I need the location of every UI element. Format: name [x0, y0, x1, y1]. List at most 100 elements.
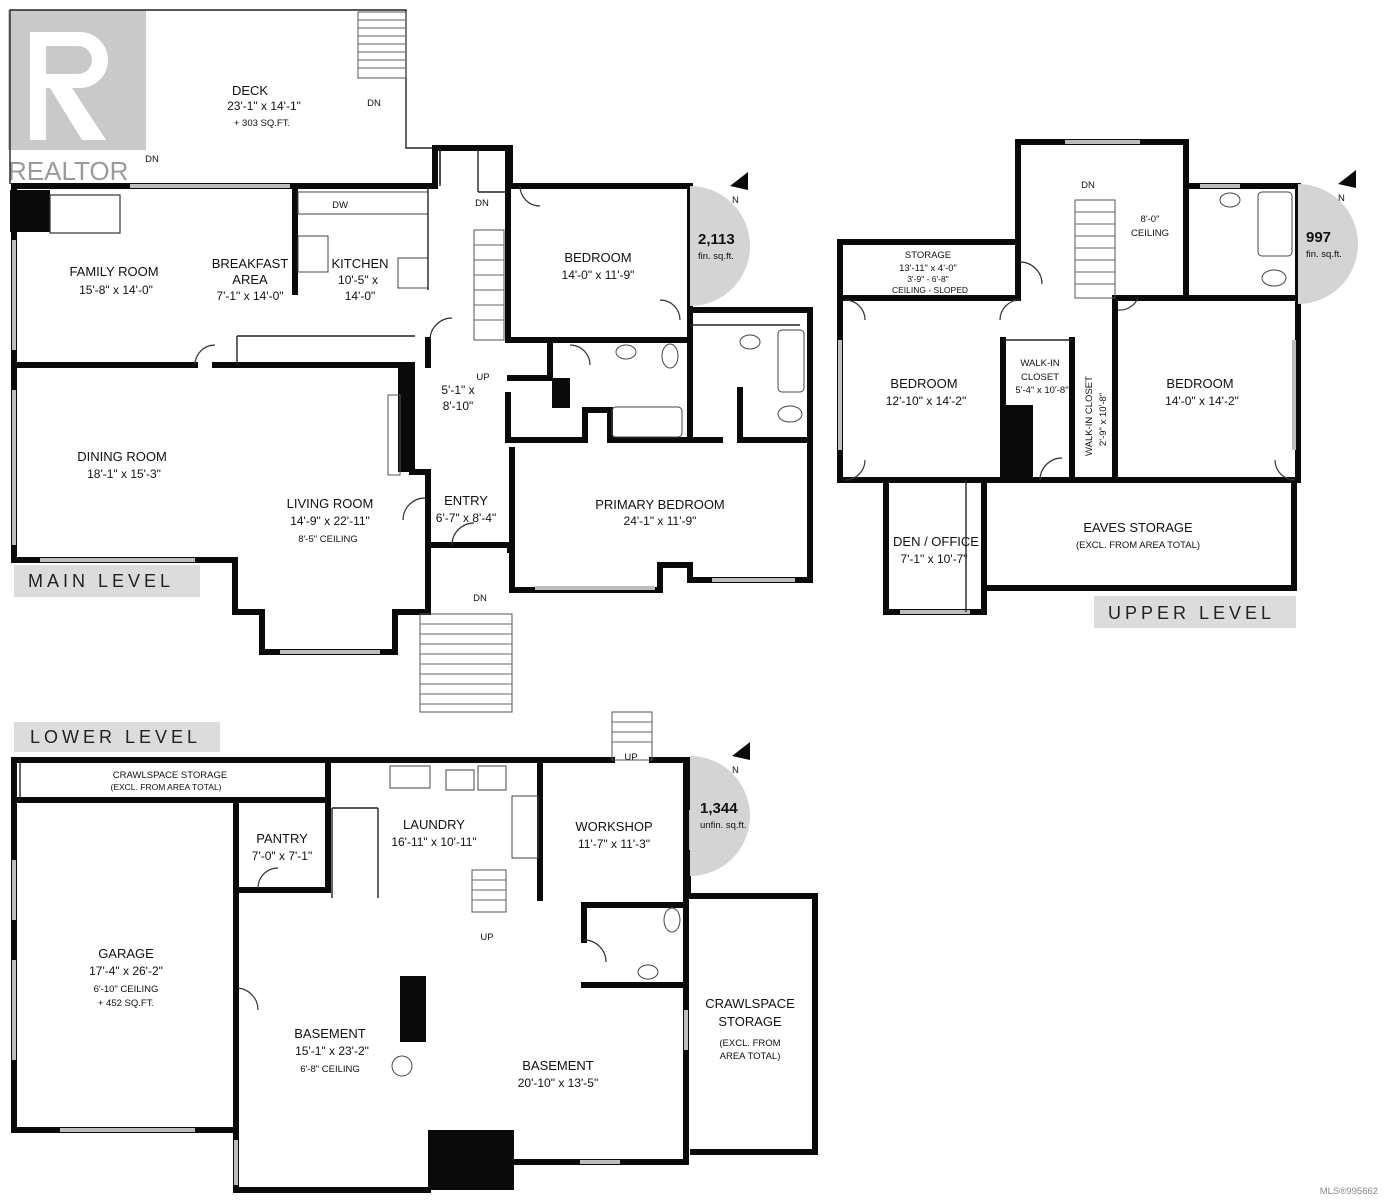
north-letter: N: [1338, 193, 1345, 204]
main-area-unit: fin. sq.ft.: [698, 251, 734, 262]
bedroom-upper-left-dim: 12'-10" x 14'-2": [886, 394, 966, 408]
lower-level-title: LOWER LEVEL: [30, 727, 201, 747]
walkin-label: WALK-IN: [1020, 358, 1059, 369]
garage-label: GARAGE: [98, 946, 154, 961]
hall-dim-2: 8'-10": [443, 399, 474, 413]
main-level-plan: [9, 9, 813, 713]
hall-dim: 5'-1" x: [441, 383, 474, 397]
basement-right-dim: 20'-10" x 13'-5": [518, 1076, 598, 1090]
stairs-dn: DN: [1081, 180, 1095, 191]
upper-level-band: [1094, 596, 1296, 628]
stairs-up: UP: [480, 932, 493, 943]
crawl-right-line4: AREA TOTAL): [720, 1051, 781, 1062]
upper-area-value: 997: [1306, 229, 1331, 246]
kitchen-label: KITCHEN: [331, 256, 388, 271]
walkin-label-2: CLOSET: [1021, 372, 1059, 383]
breakfast-dim: 7'-1" x 14'-0": [216, 289, 283, 303]
north-letter: N: [732, 195, 739, 206]
primary-bedroom-label: PRIMARY BEDROOM: [595, 497, 725, 512]
crawl-right-line1: CRAWLSPACE: [705, 996, 795, 1011]
lower-area-value: 1,344: [700, 800, 738, 817]
entry-label: ENTRY: [444, 493, 488, 508]
basement-left-dim: 15'-1" x 23'-2": [295, 1044, 369, 1058]
workshop-label: WORKSHOP: [575, 819, 652, 834]
walkin-2-dim: 2'-9" x 10'-8": [1098, 393, 1109, 446]
laundry-dim: 16'-11" x 10'-11": [391, 835, 476, 849]
crawl-right-line2: STORAGE: [718, 1014, 782, 1029]
lower-level-labels: UP UP CRAWLSPACE STORAGE (EXCL. FROM ARE…: [89, 752, 795, 1090]
basement-right-label: BASEMENT: [522, 1058, 594, 1073]
walkin-2-label: WALK-IN CLOSET: [1084, 376, 1095, 456]
family-room-dim: 15'-8" x 14'-0": [79, 283, 153, 297]
workshop-dim: 11'-7" x 11'-3": [578, 837, 650, 851]
living-room-note: 8'-5" CEILING: [298, 534, 358, 545]
breakfast-label-2: AREA: [232, 272, 268, 287]
realtor-logo[interactable]: REALTOR: [8, 10, 146, 186]
lower-area-unit: unfin. sq.ft.: [700, 820, 746, 831]
bedroom-upper-right-dim: 14'-0" x 14'-2": [1165, 394, 1239, 408]
stairs-up: UP: [476, 372, 489, 383]
upper-area-unit: fin. sq.ft.: [1306, 249, 1342, 260]
bedroom-label: BEDROOM: [564, 250, 631, 265]
living-room-label: LIVING ROOM: [287, 496, 374, 511]
eaves-storage-label: EAVES STORAGE: [1083, 520, 1193, 535]
upper-level-plan: [837, 139, 1301, 615]
eaves-storage-note: (EXCL. FROM AREA TOTAL): [1076, 540, 1200, 551]
ceiling-note: CEILING: [1131, 228, 1169, 239]
dining-room-dim: 18'-1" x 15'-3": [87, 467, 161, 481]
basement-left-note: 6'-8" CEILING: [300, 1064, 360, 1075]
crawl-top-label: CRAWLSPACE STORAGE: [113, 770, 227, 781]
stairs-dn: DN: [473, 593, 487, 604]
crawl-top-note: (EXCL. FROM AREA TOTAL): [111, 782, 222, 792]
living-room-dim: 14'-9" x 22'-11": [290, 514, 370, 528]
stairs-up: UP: [624, 752, 637, 763]
stairs-dn: DN: [367, 98, 381, 109]
mls-number: MLS®995662: [1320, 1186, 1378, 1197]
entry-dim: 6'-7" x 8'-4": [436, 511, 496, 525]
pantry-dim: 7'-0" x 7'-1": [252, 849, 312, 863]
kitchen-dim: 10'-5" x: [338, 273, 378, 287]
dishwasher-label: DW: [332, 200, 348, 211]
garage-note: 6'-10" CEILING: [94, 984, 159, 995]
stairs-dn: DN: [145, 154, 159, 165]
main-area-badge: N 2,113 fin. sq.ft.: [690, 172, 750, 306]
breakfast-label: BREAKFAST: [212, 256, 289, 271]
basement-left-label: BASEMENT: [294, 1026, 366, 1041]
den-office-label: DEN / OFFICE: [893, 534, 979, 549]
main-level-band: [14, 565, 200, 597]
ceiling-dim: 8'-0": [1141, 214, 1160, 225]
pantry-label: PANTRY: [256, 831, 308, 846]
deck-label: DECK: [232, 83, 268, 98]
family-room-label: FAMILY ROOM: [69, 264, 158, 279]
lower-area-badge: N 1,344 unfin. sq.ft.: [690, 742, 750, 876]
main-level-labels: DECK 23'-1" x 14'-1" + 303 SQ.FT. DN DN …: [69, 83, 724, 604]
storage-note: 3'-9" - 6'-8": [907, 274, 948, 284]
stairs-dn: DN: [475, 198, 489, 209]
logo-text: REALTOR: [8, 156, 128, 186]
storage-label: STORAGE: [905, 250, 951, 261]
den-office-dim: 7'-1" x 10'-7": [900, 552, 967, 566]
dining-room-label: DINING ROOM: [77, 449, 167, 464]
upper-area-badge: N 997 fin. sq.ft.: [1298, 170, 1358, 304]
bedroom-upper-left-label: BEDROOM: [890, 376, 957, 391]
storage-note-2: CEILING - SLOPED: [892, 285, 968, 295]
primary-bedroom-dim: 24'-1" x 11'-9": [624, 514, 697, 528]
walkin-dim: 5'-4" x 10'-8": [1015, 385, 1068, 396]
bedroom-upper-right-label: BEDROOM: [1166, 376, 1233, 391]
garage-note-2: + 452 SQ.FT.: [98, 998, 154, 1009]
lower-level-plan: [11, 711, 818, 1193]
upper-level-labels: DN STORAGE 13'-11" x 4'-0" 3'-9" - 6'-8"…: [886, 180, 1239, 566]
garage-dim: 17'-4" x 26'-2": [89, 964, 163, 978]
upper-level-title: UPPER LEVEL: [1108, 603, 1275, 623]
north-letter: N: [732, 765, 739, 776]
kitchen-dim-2: 14'-0": [345, 289, 376, 303]
bedroom-dim: 14'-0" x 11'-9": [562, 268, 635, 282]
deck-note: + 303 SQ.FT.: [234, 118, 290, 129]
crawl-right-line3: (EXCL. FROM: [719, 1038, 780, 1049]
main-area-value: 2,113: [698, 231, 735, 248]
laundry-label: LAUNDRY: [403, 817, 465, 832]
deck-dim: 23'-1" x 14'-1": [227, 99, 301, 113]
storage-dim: 13'-11" x 4'-0": [899, 263, 957, 274]
main-level-title: MAIN LEVEL: [28, 571, 174, 591]
